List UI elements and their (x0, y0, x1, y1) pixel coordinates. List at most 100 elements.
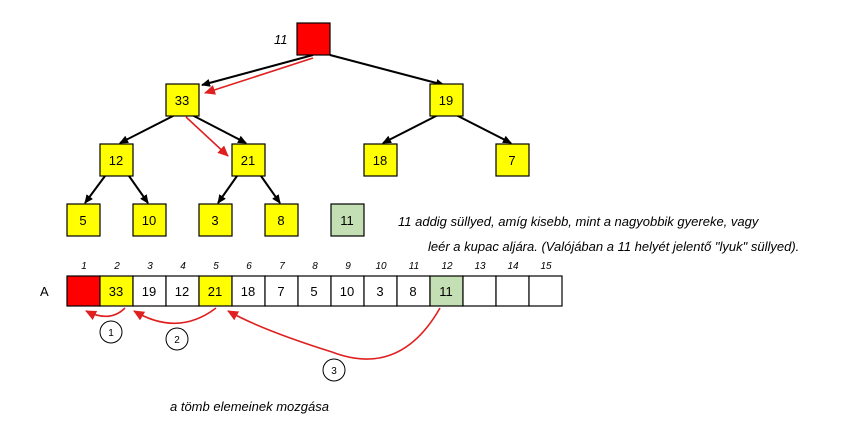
array-cell-value: 11 (439, 284, 453, 299)
array-cell-value: 7 (277, 284, 284, 299)
tree-node-10: 10 (132, 203, 167, 237)
tree-sift-arrows (185, 57, 314, 157)
array-index: 11 (409, 261, 419, 272)
array-cell-value: 10 (340, 284, 354, 299)
array-cell (165, 275, 200, 307)
tree-node-19: 19 (429, 83, 464, 117)
edge-12-5 (84, 175, 106, 204)
array-index: 3 (147, 261, 153, 272)
node-18-box (363, 143, 398, 177)
caption-line-2: leér a kupac aljára. (Valójában a 11 hel… (428, 239, 799, 254)
node-33-box (165, 83, 200, 117)
array-cell-value: 12 (175, 284, 189, 299)
node-8-box (264, 203, 299, 237)
array-cell-value: 18 (241, 284, 255, 299)
node-5-box (66, 203, 101, 237)
tree-node-18: 18 (363, 143, 398, 177)
array-cell-value: 19 (142, 284, 156, 299)
sift-arrow-33-to-21 (185, 116, 229, 157)
edge-root-33 (201, 54, 314, 87)
node-10-value: 10 (142, 213, 156, 228)
array-index: 14 (507, 261, 519, 272)
array-index: 9 (345, 261, 351, 272)
array-index: 2 (113, 261, 120, 272)
sift-arrow-root-to-33 (204, 57, 314, 95)
array-index: 10 (375, 261, 387, 272)
node-33-value: 33 (175, 93, 189, 108)
move-arrow-2 (133, 307, 217, 325)
node-21-box (231, 143, 266, 177)
array-cell (495, 275, 530, 307)
tree-node-5: 5 (66, 203, 101, 237)
array-index: 12 (441, 261, 453, 272)
node-3-value: 3 (211, 213, 218, 228)
array-index: 15 (540, 261, 552, 272)
tree-nodes: 33 19 12 21 18 7 5 10 (66, 22, 530, 237)
array-index: 8 (312, 261, 318, 272)
edge-19-7 (455, 114, 512, 144)
step-number: 3 (331, 366, 337, 377)
array-cell-value: 21 (208, 284, 222, 299)
moving-value-label: 11 (274, 32, 288, 47)
array-cell (396, 275, 431, 307)
array-cell-value: 5 (310, 284, 317, 299)
step-number: 2 (174, 335, 180, 346)
node-root-box (296, 22, 331, 56)
array-cell-value: 33 (109, 284, 123, 299)
edge-21-8 (260, 175, 281, 204)
tree-node-8: 8 (264, 203, 299, 237)
node-11-value: 11 (340, 213, 354, 228)
tree-node-12: 12 (99, 143, 134, 177)
step-markers: 1 2 3 (99, 320, 346, 382)
array-cell (363, 275, 398, 307)
array-cell (198, 275, 233, 307)
array-index: 6 (246, 261, 252, 272)
node-19-value: 19 (439, 93, 453, 108)
edge-root-19 (329, 54, 445, 87)
array-index: 13 (474, 261, 486, 272)
node-8-value: 8 (277, 213, 284, 228)
node-12-value: 12 (109, 153, 123, 168)
array-cell (528, 275, 563, 307)
node-21-value: 21 (241, 153, 255, 168)
step-number: 1 (108, 328, 114, 339)
step-circle (322, 358, 346, 382)
tree-node-7: 7 (495, 143, 530, 177)
edge-19-18 (382, 114, 439, 144)
array-index: 4 (180, 261, 186, 272)
step-circle (165, 327, 189, 351)
node-18-value: 18 (373, 153, 387, 168)
array-cell-value: 8 (409, 284, 416, 299)
node-11-box (330, 203, 365, 237)
edge-12-10 (128, 175, 149, 204)
tree-node-11: 11 (330, 203, 365, 237)
array-cell (66, 275, 101, 307)
tree-node-3: 3 (198, 203, 233, 237)
tree-node-21: 21 (231, 143, 266, 177)
node-7-box (495, 143, 530, 177)
node-7-value: 7 (508, 153, 515, 168)
array-cell (231, 275, 266, 307)
node-12-box (99, 143, 134, 177)
array-index: 1 (81, 261, 87, 272)
tree-node-root (296, 22, 331, 56)
array-cell (462, 275, 497, 307)
array-cells: 33 19 12 21 18 7 5 10 3 8 11 (66, 275, 563, 307)
move-arrow-1 (85, 307, 126, 320)
array-index: 5 (213, 261, 219, 272)
tree-edges (84, 54, 512, 204)
node-3-box (198, 203, 233, 237)
array-cell-value: 3 (376, 284, 383, 299)
node-10-box (132, 203, 167, 237)
array-move-arrows (85, 307, 441, 360)
array-label: A (40, 284, 49, 299)
edge-21-3 (217, 175, 238, 204)
array-cell (264, 275, 299, 307)
array-cell (429, 275, 464, 307)
array-index: 7 (279, 261, 285, 272)
tree-node-33: 33 (165, 83, 200, 117)
edge-33-12 (119, 114, 176, 144)
caption-line-1: 11 addig süllyed, amíg kisebb, mint a na… (398, 214, 760, 229)
step-circle (99, 320, 123, 344)
